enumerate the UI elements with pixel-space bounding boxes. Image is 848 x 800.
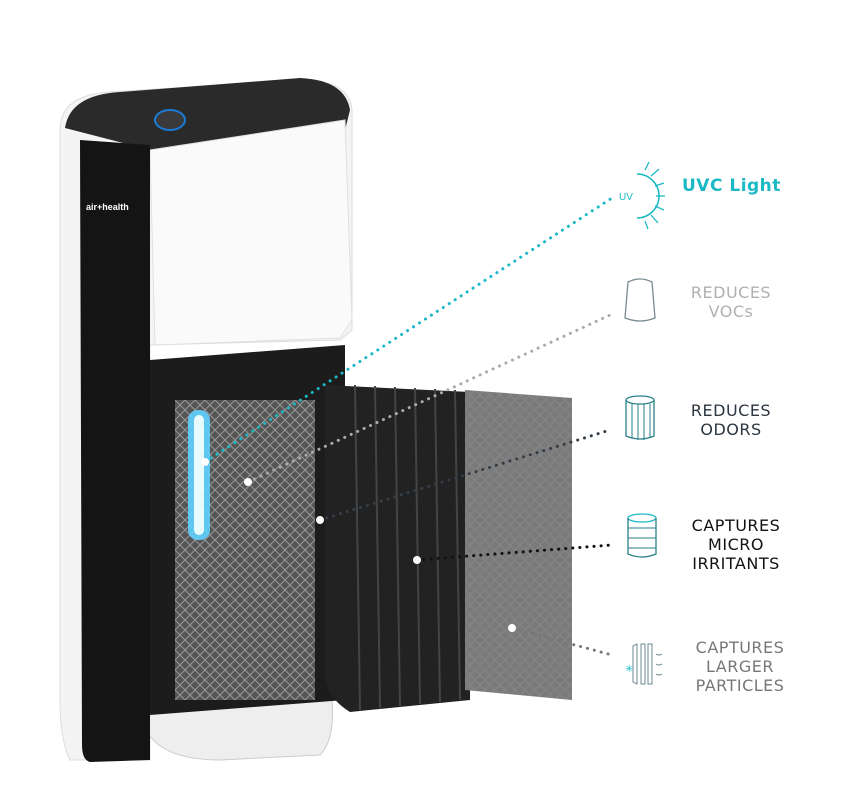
brand-logo: air+health: [86, 202, 129, 212]
control-knob: [154, 109, 186, 131]
leader-line-vocs: [246, 313, 612, 484]
cylinder-filter-icon: [625, 395, 655, 440]
leader-line-uvc: [203, 196, 614, 464]
uv-sun-icon: UV: [619, 161, 665, 230]
leader-line-odors: [318, 428, 612, 522]
feature-label-uvc-light: UVC Light: [682, 176, 781, 196]
leader-line-larger: [510, 626, 614, 657]
svg-text:UV: UV: [619, 192, 633, 203]
pre-filter-icon: ✳: [625, 643, 663, 685]
svg-text:✳: ✳: [625, 664, 633, 675]
carbon-canister-icon: [624, 278, 656, 322]
purifier-body: [59, 78, 572, 762]
leader-line-micro: [415, 543, 614, 562]
hepa-filter-icon: [627, 513, 657, 558]
